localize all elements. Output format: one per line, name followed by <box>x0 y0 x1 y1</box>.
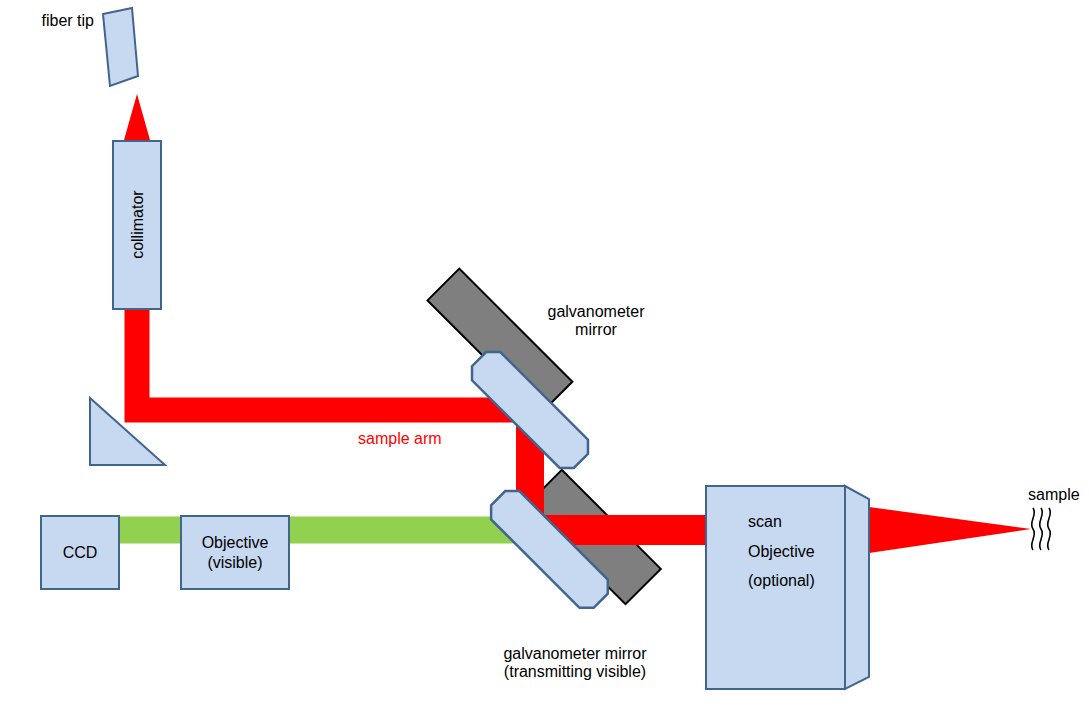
node-label: collimator <box>127 191 146 259</box>
fiber-shape <box>100 6 140 90</box>
arrow-head <box>124 94 150 140</box>
mirror-shape <box>515 395 545 425</box>
node-label: fiber tip <box>42 12 94 30</box>
beam-path <box>120 517 180 544</box>
node-label: scan Objective (optional) <box>748 507 815 596</box>
light-beam <box>120 530 180 531</box>
lens-front <box>706 486 845 689</box>
mirror-outline <box>465 345 595 475</box>
camera-box: CCD <box>40 515 120 590</box>
sample-shape <box>1028 507 1056 551</box>
node-label: CCD <box>63 543 98 562</box>
mirror-shape <box>515 515 545 545</box>
sample-wave <box>1040 508 1043 550</box>
beam-path <box>290 517 515 544</box>
mirror-outline <box>484 484 615 615</box>
sample-wave <box>1032 508 1035 550</box>
galvo-mirror: galvanometer mirror (transmitting visibl… <box>515 515 545 545</box>
sample-wave <box>1048 508 1051 550</box>
focus-cone <box>869 507 1031 553</box>
light-beam <box>869 507 1031 553</box>
node-label: galvanometer mirror <box>548 303 645 340</box>
fiber-outline <box>103 8 138 86</box>
scan-objective: scan Objective (optional) <box>705 485 870 690</box>
node-label: galvanometer mirror (transmitting visibl… <box>480 645 670 682</box>
lens-side <box>845 486 869 689</box>
light-beam <box>124 94 150 140</box>
light-beam <box>545 530 705 531</box>
node-label: sample <box>1028 486 1080 504</box>
light-beam <box>290 530 515 531</box>
collimator-box: collimator <box>112 140 162 310</box>
beam-name: sample arm <box>358 430 442 448</box>
fiber-tip: fiber tip <box>100 6 140 90</box>
galvo-mirror: galvanometer mirror <box>515 395 545 425</box>
light-beam <box>137 310 515 410</box>
objective-box: Objective (visible) <box>180 515 290 590</box>
sample-surface: sample <box>1028 507 1056 551</box>
beam-path <box>137 310 515 410</box>
node-label: Objective (visible) <box>202 533 269 571</box>
